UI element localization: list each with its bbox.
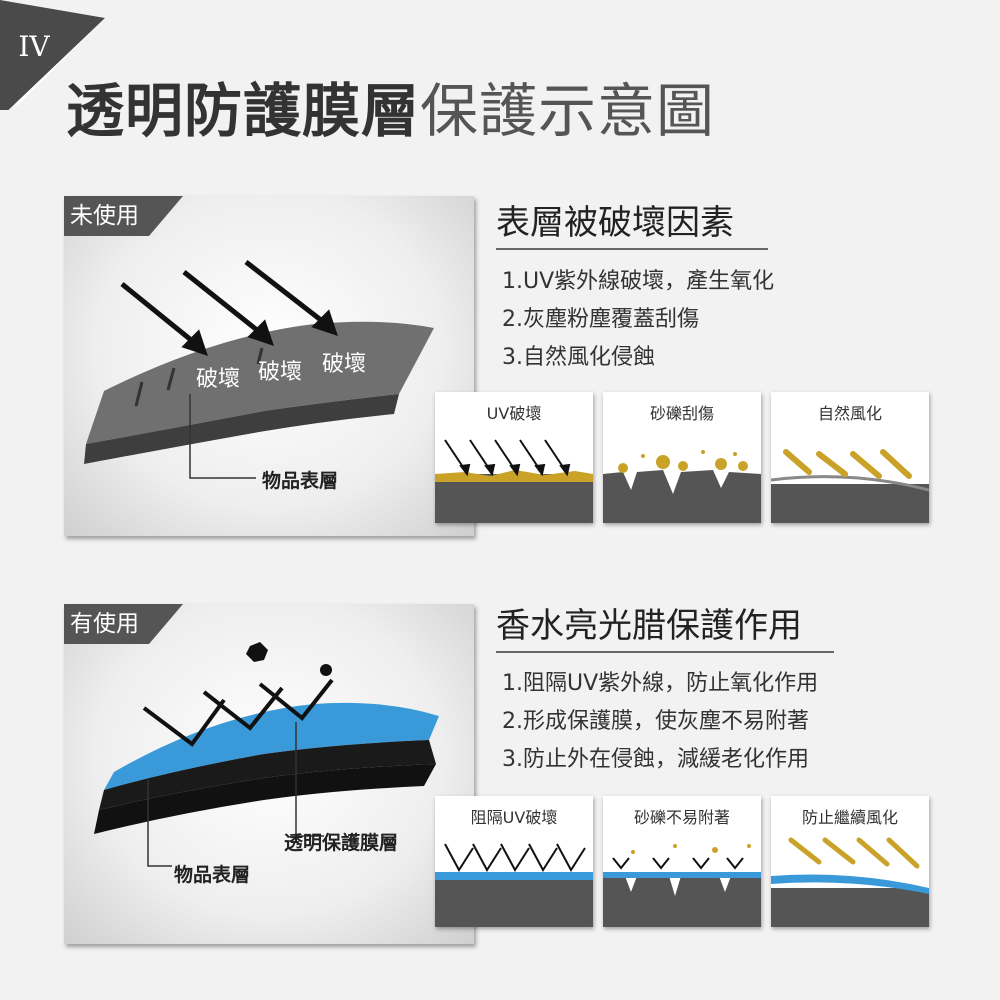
dust-particle: [246, 642, 268, 662]
corner-banner: [0, 0, 105, 110]
surface-edge: [84, 394, 399, 464]
heading-underline: [496, 651, 834, 653]
surface-label: 物品表層: [174, 864, 251, 886]
protected-surface-illustration: [94, 642, 439, 867]
damage-factors-heading: 表層被破壞因素: [496, 203, 734, 243]
break-label-1: 破壞: [196, 367, 241, 392]
thumb-caption: 阻隔UV破壞: [470, 808, 558, 827]
title-bold: 透明防護膜層: [66, 77, 421, 145]
with-panel: 有使用 透明保護膜層 物品表層: [64, 604, 474, 944]
break-label-3: 破壞: [322, 352, 367, 377]
surface-label: 物品表層: [262, 470, 339, 492]
damaged-surface-illustration: [84, 260, 434, 479]
without-panel: 未使用 破壞 破壞 破壞 物品表層: [64, 196, 474, 536]
thumb-caption: 砂礫不易附著: [633, 808, 730, 827]
uv-damage-icon: [435, 439, 593, 523]
film-top: [104, 702, 439, 790]
section-number: IV: [18, 30, 50, 63]
title-light: 保護示意圖: [420, 77, 716, 145]
weather-stop-icon: [771, 837, 929, 927]
page-title: 透明防護膜層保護示意圖: [66, 78, 715, 144]
damage-item-2: 2.灰塵粉塵覆蓋刮傷: [502, 307, 699, 332]
damage-arrows: [120, 260, 338, 356]
thumb-uv-blocked: 阻隔UV破壞: [435, 796, 593, 927]
protection-item-2: 2.形成保護膜，使灰塵不易附著: [502, 709, 809, 734]
surface-top: [86, 321, 434, 444]
thumb-weathering: 自然風化: [771, 392, 929, 523]
gravel-repel-icon: [603, 844, 761, 927]
heading-underline: [496, 248, 768, 250]
film-label: 透明保護膜層: [284, 832, 399, 854]
protection-item-1: 1.阻隔UV紫外線，防止氧化作用: [502, 671, 819, 696]
thumb-weather-stop: 防止繼續風化: [771, 796, 929, 927]
break-label-2: 破壞: [258, 360, 303, 385]
thumb-uv-damage: UV破壞: [435, 392, 593, 523]
thumb-caption: 自然風化: [817, 404, 882, 423]
weathering-icon: [771, 449, 929, 523]
tag-with: 有使用: [64, 604, 183, 644]
thumb-caption: 砂礫刮傷: [649, 404, 714, 423]
surface-edge: [99, 740, 436, 810]
damage-item-3: 3.自然風化侵蝕: [502, 345, 655, 370]
gravel-scratch-icon: [603, 450, 761, 523]
thumb-gravel-scratch: 砂礫刮傷: [603, 392, 761, 523]
deflect-arrows: [142, 678, 334, 747]
damage-item-1: 1.UV紫外線破壞，產生氧化: [502, 269, 775, 294]
protection-item-3: 3.防止外在侵蝕，減緩老化作用: [502, 747, 809, 772]
thumb-caption: 防止繼續風化: [801, 808, 898, 827]
protection-heading: 香水亮光腊保護作用: [496, 606, 802, 646]
thumb-caption: UV破壞: [486, 404, 542, 423]
thumb-gravel-repel: 砂礫不易附著: [603, 796, 761, 927]
uv-blocked-icon: [435, 843, 593, 927]
